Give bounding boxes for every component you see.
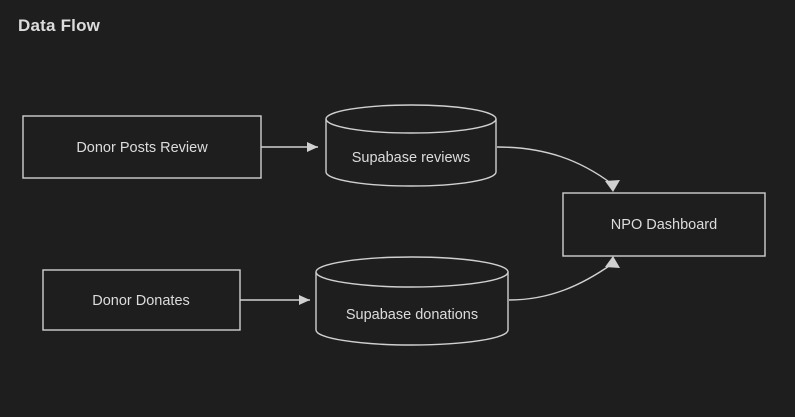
node-shape-rectangle xyxy=(42,269,241,331)
node-donor-donates[interactable]: Donor Donates xyxy=(42,269,241,331)
edge-line xyxy=(508,263,613,301)
node-label: Donor Posts Review xyxy=(76,140,208,156)
node-label: Supabase donations xyxy=(346,307,478,323)
node-npo-dashboard[interactable]: NPO Dashboard xyxy=(562,192,766,257)
node-label: Supabase reviews xyxy=(352,150,471,166)
node-shape-cylinder-top xyxy=(325,104,497,134)
edge-line xyxy=(496,146,613,185)
node-shape-rectangle xyxy=(22,115,262,179)
arrow-head-icon xyxy=(307,142,318,152)
node-shape-rectangle xyxy=(562,192,766,257)
edge-donations-to-dashboard xyxy=(508,256,620,301)
node-label: Donor Donates xyxy=(92,293,190,309)
node-shape-cylinder-body xyxy=(315,272,509,346)
page-title: Data Flow xyxy=(18,16,101,35)
arrow-head-icon xyxy=(605,180,620,192)
arrow-head-icon xyxy=(299,295,310,305)
node-supabase-donations[interactable]: Supabase donations xyxy=(315,256,509,346)
node-supabase-reviews[interactable]: Supabase reviews xyxy=(325,104,497,187)
node-shape-cylinder-top xyxy=(315,256,509,288)
node-label: NPO Dashboard xyxy=(611,217,717,233)
edge-review-to-reviews xyxy=(261,142,318,152)
node-shape-cylinder-body xyxy=(325,119,497,187)
edge-reviews-to-dashboard xyxy=(496,146,620,192)
node-donor-posts-review[interactable]: Donor Posts Review xyxy=(22,115,262,179)
edge-donates-to-donations xyxy=(240,295,310,305)
arrow-head-icon xyxy=(605,256,620,268)
